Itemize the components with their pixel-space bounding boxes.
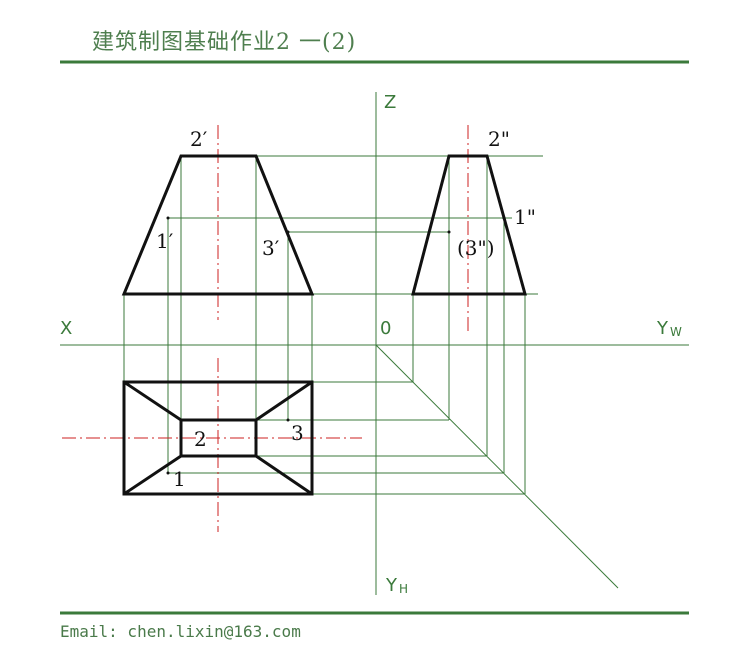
top-view	[122, 380, 314, 496]
axis-label-x: X	[60, 318, 72, 339]
axis-label-yw: Y	[656, 318, 669, 339]
label-1-front: 1′	[156, 229, 174, 253]
label-1-side: 1"	[514, 205, 536, 229]
label-2-top: 2	[194, 427, 207, 451]
label-1-top: 1	[173, 467, 186, 491]
label-3-front: 3′	[262, 236, 280, 260]
axis-label-z: Z	[384, 92, 396, 113]
projection-lines	[123, 155, 543, 495]
page-title: 建筑制图基础作业2 一(2)	[92, 30, 357, 55]
label-2-side: 2"	[488, 127, 510, 151]
label-3-side: (3")	[457, 236, 495, 260]
point-markers	[166, 216, 506, 475]
axis-label-yw-subscript: W	[670, 325, 682, 339]
origin-label: 0	[380, 318, 391, 339]
front-view-trapezoid	[121, 154, 315, 296]
side-view-trapezoid	[411, 154, 527, 296]
axis-label-yh-subscript: H	[399, 582, 408, 596]
projection-axes	[60, 92, 689, 595]
label-3-top: 3	[291, 421, 304, 445]
label-2-front: 2′	[190, 127, 208, 151]
axis-label-yh: Y	[385, 575, 398, 596]
footer-email: Email: chen.lixin@163.com	[60, 622, 301, 641]
